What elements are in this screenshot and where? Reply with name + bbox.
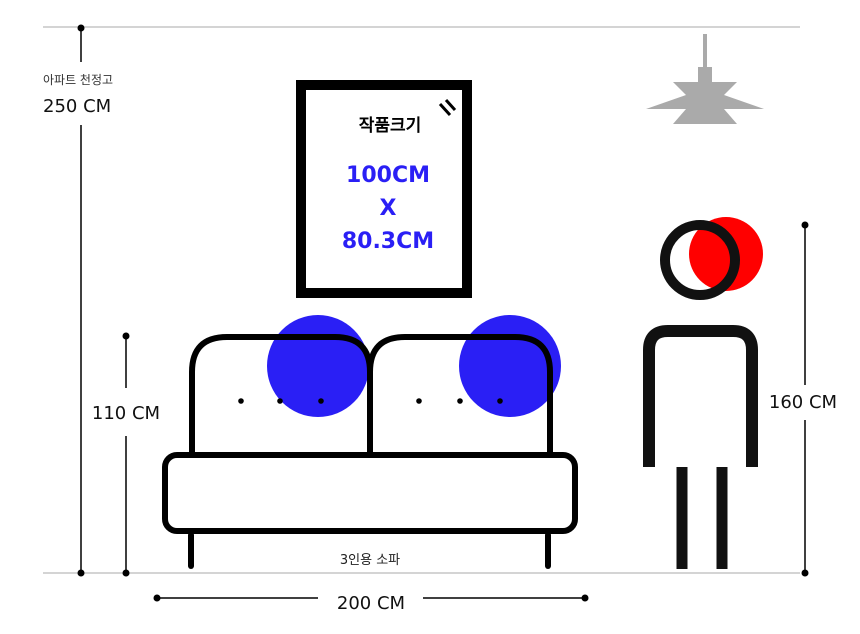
cushion-blue-right bbox=[459, 315, 561, 417]
person-figure-icon bbox=[643, 217, 763, 569]
sofa-illustration: 3인용 소파 bbox=[162, 315, 578, 569]
hanger-icon bbox=[438, 98, 457, 117]
person-height: 160 CM bbox=[769, 392, 837, 413]
ceiling-value: 250 CM bbox=[43, 96, 111, 117]
artwork-width: 100CM bbox=[346, 163, 430, 188]
red-accent-circle bbox=[689, 217, 763, 291]
sofa-height: 110 CM bbox=[92, 403, 160, 424]
ceiling-height-dimension: 아파트 천정고 250 CM bbox=[43, 24, 113, 577]
artwork-frame: 작품크기 100CM X 80.3CM bbox=[296, 80, 472, 298]
artwork-height: 80.3CM bbox=[342, 229, 434, 254]
person-head bbox=[660, 220, 740, 300]
ceiling-label: 아파트 천정고 bbox=[43, 72, 113, 87]
artwork-title: 작품크기 bbox=[359, 116, 422, 136]
sofa-width: 200 CM bbox=[337, 593, 405, 614]
pendant-lamp-icon bbox=[646, 34, 764, 124]
sofa-label: 3인용 소파 bbox=[340, 553, 400, 568]
sofa-width-dimension: 200 CM bbox=[153, 593, 589, 614]
artwork-times: X bbox=[380, 196, 397, 221]
sofa-height-dimension: 110 CM bbox=[92, 332, 160, 577]
person-height-dimension: 160 CM bbox=[769, 221, 837, 577]
